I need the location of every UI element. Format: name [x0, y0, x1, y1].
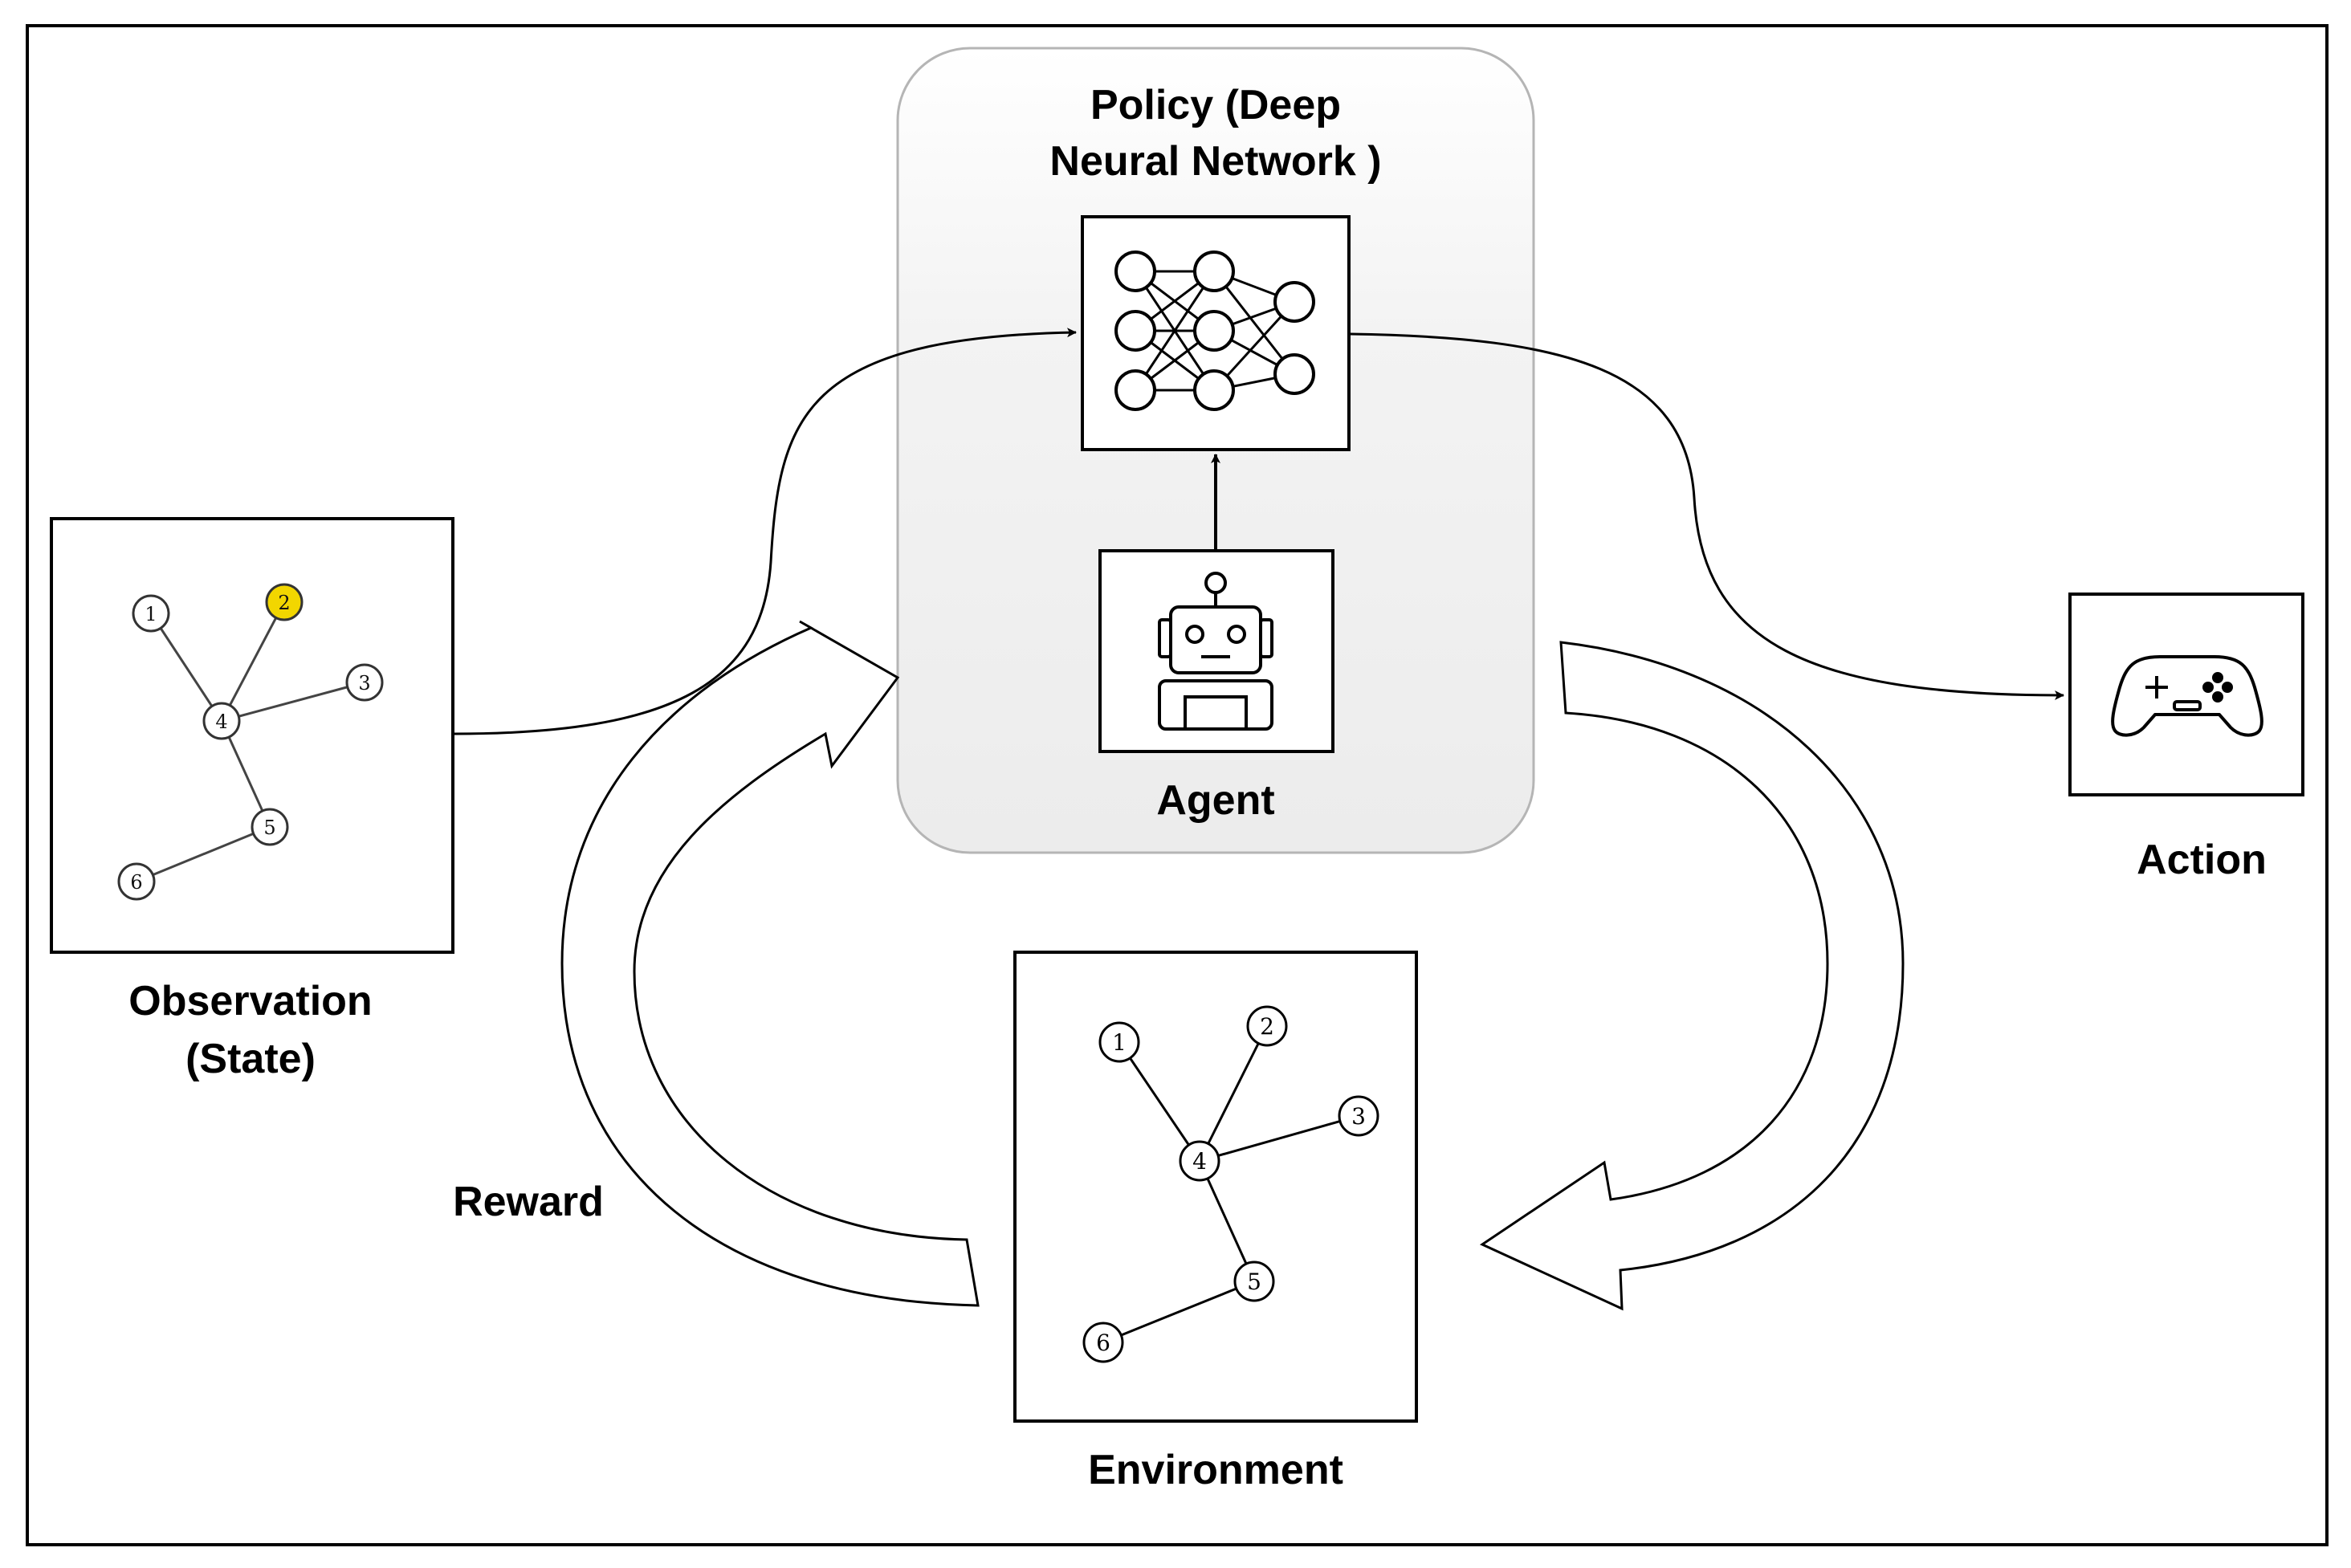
observation-label-line2: (State): [185, 1036, 316, 1082]
env-node-5: [1233, 1261, 1275, 1302]
obs-node-6: [117, 862, 156, 901]
neural-network-box: [1081, 215, 1351, 451]
environment-box: 1 2 3 4 5 6: [1013, 951, 1418, 1423]
observation-label-line1: Observation: [128, 978, 372, 1024]
outer-frame: [26, 24, 2329, 1546]
environment-graph: 1 2 3 4 5 6: [1082, 1005, 1379, 1363]
obs-node-1-label: 1: [145, 603, 157, 625]
policy-to-action-arrow: [1350, 332, 2064, 700]
env-node-3-label: 3: [1351, 1103, 1366, 1130]
obs-node-1: [132, 594, 170, 633]
action-to-environment-arrow: [1479, 641, 1905, 1311]
env-node-2-label: 2: [1260, 1013, 1274, 1040]
policy-title-line2: Neural Network ): [1049, 138, 1381, 185]
env-node-5-label: 5: [1247, 1269, 1261, 1295]
env-node-6-label: 6: [1096, 1330, 1110, 1356]
env-node-6: [1082, 1322, 1124, 1363]
robot-icon: [1158, 572, 1273, 731]
env-node-3: [1338, 1095, 1379, 1137]
action-box: [2068, 593, 2304, 796]
observation-to-policy-arrow: [454, 328, 1077, 735]
obs-node-3-label: 3: [358, 672, 370, 694]
env-node-4: [1179, 1140, 1220, 1182]
observation-graph: 1 2 3 4 5 6: [117, 583, 384, 901]
policy-title-line1: Policy (Deep: [1090, 82, 1341, 128]
gamepad-icon: [2111, 655, 2263, 737]
obs-node-5: [251, 808, 289, 846]
reward-label: Reward: [453, 1179, 604, 1225]
reward-arrow: [560, 620, 980, 1307]
obs-node-5-label: 5: [263, 817, 275, 839]
action-label: Action: [2137, 837, 2267, 883]
obs-node-2: [265, 583, 304, 621]
environment-label: Environment: [1088, 1447, 1343, 1493]
env-node-2: [1246, 1005, 1288, 1047]
obs-node-3: [345, 663, 384, 702]
neural-network-icon: [1114, 250, 1315, 411]
env-node-4-label: 4: [1192, 1148, 1207, 1175]
agent-box: [1098, 549, 1334, 753]
obs-node-4-label: 4: [215, 711, 227, 733]
observation-box: 1 2 3 4 5 6: [50, 517, 454, 954]
obs-node-4: [202, 702, 241, 740]
env-node-1-label: 1: [1112, 1029, 1127, 1056]
agent-label: Agent: [1156, 777, 1274, 824]
obs-node-6-label: 6: [130, 871, 142, 894]
obs-node-2-label: 2: [278, 592, 290, 614]
env-node-1: [1098, 1021, 1140, 1063]
